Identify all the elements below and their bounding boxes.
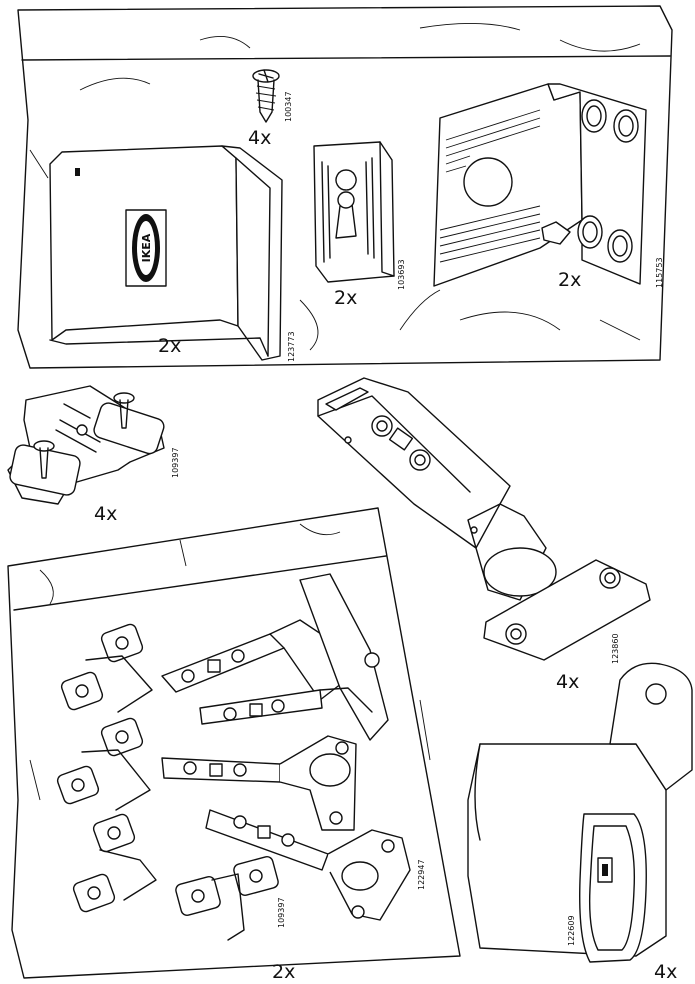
screw-icon xyxy=(252,69,280,123)
keyhole-plate-quantity: 2x xyxy=(334,287,357,309)
hinge-part-number: 123860 xyxy=(611,633,620,664)
corner-bracket-part-number: 115753 xyxy=(655,257,664,288)
screw-quantity: 4x xyxy=(248,127,271,149)
corner-bracket-quantity: 2x xyxy=(558,269,581,291)
hinge-icon xyxy=(317,377,651,661)
hinge-quantity: 4x xyxy=(556,671,579,693)
corner-cover-part-number: 123773 xyxy=(287,331,296,362)
bag-mounting-plates-icon xyxy=(56,623,279,941)
bag-hinges-icon xyxy=(161,573,411,921)
keyhole-plate-icon xyxy=(313,141,395,283)
ikea-logo: IKEA xyxy=(140,233,153,262)
screw-part-number: 100347 xyxy=(284,91,293,122)
mounting-plate-quantity: 4x xyxy=(94,503,117,525)
spacer-icon xyxy=(467,662,693,963)
hinge-bag xyxy=(7,507,461,979)
hinge-bag-part-number: 122947 xyxy=(417,859,426,890)
corner-cover-icon xyxy=(49,145,283,361)
bag-inner-part-number: 109397 xyxy=(277,897,286,928)
spacer-quantity: 4x xyxy=(654,961,677,983)
mounting-plate-icon xyxy=(7,385,165,505)
corner-cover-quantity: 2x xyxy=(158,335,181,357)
spacer-part-number: 122609 xyxy=(567,915,576,946)
corner-bracket-icon xyxy=(433,83,647,287)
mounting-plate-part-number: 109397 xyxy=(171,447,180,478)
keyhole-plate-part-number: 103693 xyxy=(397,259,406,290)
top-bag xyxy=(17,5,673,369)
hinge-bag-quantity: 2x xyxy=(272,961,295,983)
